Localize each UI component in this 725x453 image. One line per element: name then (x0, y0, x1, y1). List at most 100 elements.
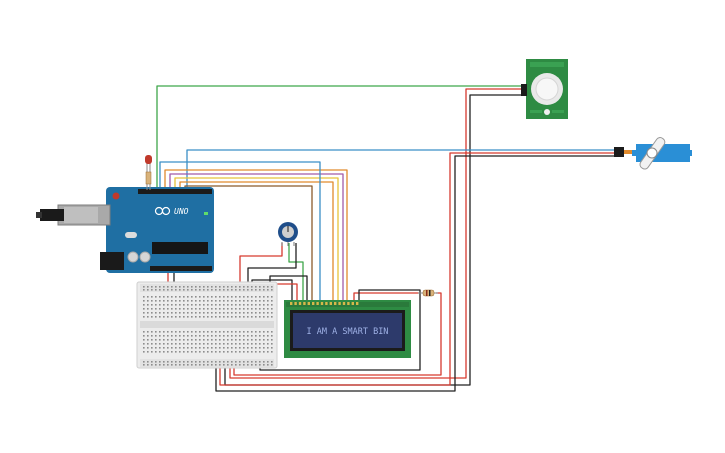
breadboard-hole (151, 343, 153, 345)
breadboard-hole (159, 286, 161, 288)
breadboard-hole (207, 308, 209, 310)
breadboard-hole (199, 286, 201, 288)
lcd-pin (303, 302, 306, 305)
breadboard-hole (147, 286, 149, 288)
wire-lcd-d5[interactable] (169, 173, 344, 300)
breadboard-hole (251, 347, 253, 349)
breadboard-hole (259, 361, 261, 363)
breadboard-hole (191, 361, 193, 363)
breadboard-hole (183, 331, 185, 333)
breadboard-hole (271, 312, 273, 314)
breadboard-hole (183, 312, 185, 314)
wire-servo-vcc[interactable] (219, 152, 622, 386)
breadboard-hole (231, 335, 233, 337)
breadboard-hole (219, 347, 221, 349)
breadboard-hole (175, 289, 177, 291)
breadboard-hole (171, 351, 173, 353)
breadboard-hole (195, 304, 197, 306)
wire-lcd-d7[interactable] (179, 181, 334, 300)
breadboard-hole (251, 351, 253, 353)
breadboard (136, 281, 278, 369)
breadboard-hole (255, 316, 257, 318)
wire-pot-vcc[interactable] (239, 243, 283, 290)
breadboard-hole (175, 347, 177, 349)
breadboard-hole (219, 312, 221, 314)
breadboard-hole (231, 286, 233, 288)
reset-button[interactable] (112, 192, 120, 200)
breadboard-hole (151, 312, 153, 314)
breadboard-hole (207, 304, 209, 306)
breadboard-hole (151, 351, 153, 353)
breadboard-hole (187, 351, 189, 353)
wire-pir-signal[interactable] (156, 85, 527, 190)
breadboard-hole (255, 339, 257, 341)
breadboard-hole (231, 300, 233, 302)
breadboard-hole (215, 364, 217, 366)
breadboard-hole (191, 364, 193, 366)
breadboard-hole (203, 347, 205, 349)
breadboard-hole (195, 339, 197, 341)
breadboard-hole (215, 304, 217, 306)
breadboard-hole (195, 347, 197, 349)
breadboard-hole (255, 331, 257, 333)
breadboard-hole (243, 289, 245, 291)
breadboard-hole (143, 286, 145, 288)
breadboard-hole (171, 361, 173, 363)
wire-lcd-backlight-anode[interactable] (353, 292, 420, 300)
breadboard-hole (243, 316, 245, 318)
breadboard-hole (167, 364, 169, 366)
breadboard-hole (263, 300, 265, 302)
breadboard-hole (235, 289, 237, 291)
breadboard-hole (203, 312, 205, 314)
breadboard-hole (191, 296, 193, 298)
breadboard-hole (239, 331, 241, 333)
breadboard-hole (207, 286, 209, 288)
breadboard-hole (263, 308, 265, 310)
breadboard-hole (151, 289, 153, 291)
breadboard-hole (163, 351, 165, 353)
breadboard-hole (271, 289, 273, 291)
breadboard-hole (171, 308, 173, 310)
breadboard-hole (259, 312, 261, 314)
breadboard-hole (163, 331, 165, 333)
breadboard-hole (151, 300, 153, 302)
breadboard-hole (263, 316, 265, 318)
breadboard-hole (271, 300, 273, 302)
breadboard-hole (163, 286, 165, 288)
wire-lcd-rs[interactable] (159, 161, 321, 300)
breadboard-hole (147, 347, 149, 349)
breadboard-hole (271, 286, 273, 288)
breadboard-hole (243, 331, 245, 333)
breadboard-hole (175, 331, 177, 333)
breadboard-hole (251, 316, 253, 318)
breadboard-hole (147, 335, 149, 337)
lcd-pin (356, 302, 359, 305)
breadboard-hole (203, 300, 205, 302)
breadboard-hole (251, 343, 253, 345)
breadboard-hole (175, 304, 177, 306)
breadboard-hole (247, 286, 249, 288)
breadboard-hole (211, 308, 213, 310)
breadboard-hole (163, 308, 165, 310)
breadboard-hole (255, 361, 257, 363)
breadboard-hole (199, 335, 201, 337)
breadboard-hole (219, 308, 221, 310)
breadboard-hole (247, 296, 249, 298)
breadboard-hole (199, 316, 201, 318)
breadboard-hole (255, 308, 257, 310)
breadboard-hole (171, 296, 173, 298)
potentiometer[interactable] (278, 222, 298, 246)
wire-lcd-d6[interactable] (174, 177, 339, 300)
breadboard-hole (159, 304, 161, 306)
breadboard-hole (235, 296, 237, 298)
breadboard-hole (227, 335, 229, 337)
breadboard-hole (263, 296, 265, 298)
wire-servo-signal[interactable] (186, 149, 622, 190)
wire-lcd-d4[interactable] (164, 169, 348, 300)
wire-pot-gnd[interactable] (247, 243, 297, 290)
breadboard-hole (179, 286, 181, 288)
servo-horn[interactable] (638, 136, 666, 171)
breadboard-hole (231, 331, 233, 333)
breadboard-hole (215, 312, 217, 314)
breadboard-hole (263, 335, 265, 337)
